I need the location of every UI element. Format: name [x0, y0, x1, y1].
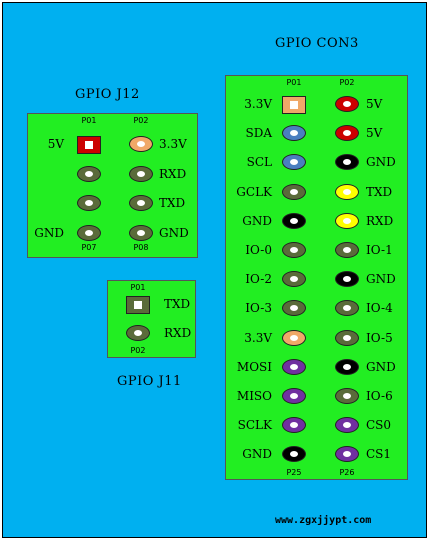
con3-pin-left: [282, 125, 306, 141]
j12-pin-left: [77, 195, 101, 211]
con3-pin-right: [335, 184, 359, 200]
j12-pin-right: [129, 136, 153, 152]
con3-pin-left: [282, 417, 306, 433]
j11-pin-number-bottom: P02: [130, 346, 146, 355]
con3-title: GPIO CON3: [275, 36, 359, 51]
con3-pin-right: [335, 242, 359, 258]
j12-pin-right: [129, 225, 153, 241]
j11-title: GPIO J11: [117, 374, 182, 389]
j11-label: TXD: [164, 297, 191, 311]
con3-pin-number-bottom-right: P26: [339, 468, 355, 477]
con3-label-right: 5V: [366, 126, 383, 140]
j12-pin-number-top-right: P02: [133, 116, 149, 125]
j12-pin-number-bottom-left: P07: [81, 243, 97, 252]
con3-pin-right: [335, 154, 359, 170]
con3-label-left: SCL: [246, 155, 272, 169]
con3-label-left: MISO: [236, 389, 272, 403]
con3-label-left: GND: [242, 214, 272, 228]
con3-label-left: IO-0: [245, 243, 272, 257]
con3-pin-right: [335, 213, 359, 229]
j12-pin-number-bottom-right: P08: [133, 243, 149, 252]
j12-pin-left: [77, 136, 101, 154]
con3-label-left: SCLK: [237, 418, 272, 432]
con3-pin-left: [282, 271, 306, 287]
gpio-pinout-diagram: GPIO CON3 P01 P02 P25 P26 3.3V 5V SDA 5V SCL…: [2, 2, 427, 538]
j12-board: P01 P02 P07 P08 5V 3.3V RXD TXD GND GND: [27, 113, 198, 258]
con3-pin-number-top-right: P02: [339, 78, 355, 87]
con3-label-right: IO-5: [366, 331, 393, 345]
j12-label-left: GND: [34, 226, 64, 240]
j12-pin-left: [77, 166, 101, 182]
j12-label-right: TXD: [159, 196, 186, 210]
con3-label-right: RXD: [366, 214, 394, 228]
con3-pin-right: [335, 446, 359, 462]
j12-pin-right: [129, 166, 153, 182]
j11-pin-number-top: P01: [130, 283, 146, 292]
website-url: www.zgxjjypt.com: [275, 515, 372, 526]
j12-pin-number-top-left: P01: [81, 116, 97, 125]
con3-label-right: GND: [366, 360, 396, 374]
con3-pin-right: [335, 125, 359, 141]
con3-label-right: IO-1: [366, 243, 393, 257]
con3-label-left: IO-2: [245, 272, 272, 286]
con3-pin-left: [282, 184, 306, 200]
con3-pin-left: [282, 96, 306, 114]
j11-board: P01 P02 TXD RXD: [107, 280, 196, 358]
j12-label-left: 5V: [47, 137, 64, 151]
j12-label-right: GND: [159, 226, 189, 240]
con3-pin-left: [282, 213, 306, 229]
j11-label: RXD: [164, 326, 192, 340]
con3-board: P01 P02 P25 P26 3.3V 5V SDA 5V SCL GND GCLK TXD…: [225, 75, 408, 480]
con3-label-right: GND: [366, 155, 396, 169]
con3-label-left: IO-3: [245, 301, 272, 315]
j12-pin-right: [129, 195, 153, 211]
con3-label-left: GND: [242, 447, 272, 461]
con3-pin-right: [335, 388, 359, 404]
con3-label-right: IO-6: [366, 389, 393, 403]
con3-pin-left: [282, 359, 306, 375]
con3-label-right: 5V: [366, 97, 383, 111]
con3-label-right: IO-4: [366, 301, 393, 315]
j11-pin: [126, 325, 150, 341]
con3-pin-right: [335, 96, 359, 112]
con3-pin-right: [335, 300, 359, 316]
j11-pin: [126, 296, 150, 314]
con3-label-left: 3.3V: [244, 97, 272, 111]
con3-pin-number-top-left: P01: [286, 78, 302, 87]
con3-label-right: TXD: [366, 185, 393, 199]
con3-pin-left: [282, 388, 306, 404]
con3-pin-right: [335, 359, 359, 375]
con3-label-left: MOSI: [236, 360, 272, 374]
con3-label-right: GND: [366, 272, 396, 286]
con3-label-left: GCLK: [236, 185, 272, 199]
j12-pin-left: [77, 225, 101, 241]
con3-pin-number-bottom-left: P25: [286, 468, 302, 477]
con3-pin-left: [282, 154, 306, 170]
con3-pin-left: [282, 446, 306, 462]
con3-label-right: CS0: [366, 418, 392, 432]
con3-pin-right: [335, 330, 359, 346]
j12-label-right: 3.3V: [159, 137, 187, 151]
j12-label-right: RXD: [159, 167, 187, 181]
con3-pin-left: [282, 242, 306, 258]
con3-label-left: SDA: [245, 126, 272, 140]
con3-label-left: 3.3V: [244, 331, 272, 345]
con3-pin-right: [335, 271, 359, 287]
con3-pin-right: [335, 417, 359, 433]
con3-pin-left: [282, 330, 306, 346]
j12-title: GPIO J12: [75, 87, 140, 102]
con3-label-right: CS1: [366, 447, 392, 461]
con3-pin-left: [282, 300, 306, 316]
